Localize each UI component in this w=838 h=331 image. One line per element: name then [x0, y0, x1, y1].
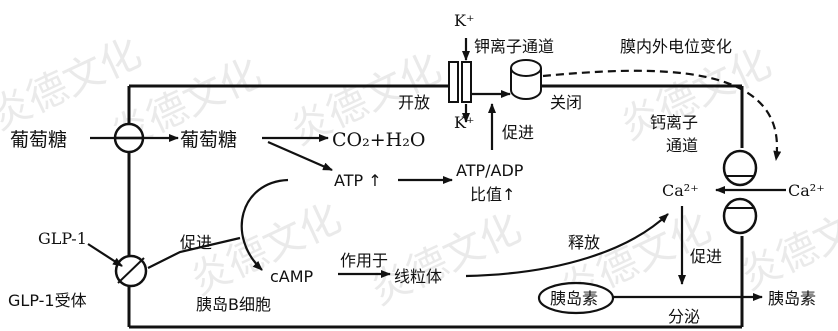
closed-label: 关闭	[550, 93, 582, 112]
cell-name-label: 胰岛B细胞	[196, 295, 271, 314]
arrow-membrane-potential	[542, 69, 782, 161]
glp1-receptor-label: GLP-1受体	[8, 291, 87, 310]
atp-adp-label: ATP/ADP	[456, 161, 524, 180]
promote-close-label: 促进	[502, 123, 534, 142]
cell-membrane	[127, 84, 744, 329]
acts-on-label: 作用于	[340, 251, 388, 270]
k-channel-label: 钾离子通道	[474, 37, 554, 56]
watermark-text: 炎德文化	[614, 40, 778, 149]
arrow-to-atp	[267, 140, 333, 172]
release-label: 释放	[568, 233, 600, 252]
watermark-text: 炎德文化	[364, 205, 528, 314]
glp1-label: GLP-1	[38, 229, 87, 248]
promote-camp-label: 促进	[180, 233, 212, 252]
k-ion-bottom-label: K⁺	[454, 113, 474, 132]
glucose-inside-label: 葡萄糖	[180, 129, 237, 151]
calcium-channel-icon	[722, 149, 758, 235]
arrows	[87, 38, 786, 301]
ca-channel-label-line2: 通道	[666, 136, 698, 155]
ca-inside-label: Ca²⁺	[662, 181, 699, 200]
text-labels: 葡萄糖 葡萄糖 CO₂+H₂O ATP ↑ ATP/ADP 比值↑ K⁺ K⁺ …	[8, 11, 825, 326]
arrow-mito-release-ca	[465, 213, 669, 278]
ca-outside-label: Ca²⁺	[788, 181, 825, 200]
potassium-channel-closed-icon	[510, 59, 542, 100]
insulin-inside-label: 胰岛素	[550, 289, 598, 308]
arrow-promote-camp	[240, 178, 289, 271]
co2-h2o-label: CO₂+H₂O	[332, 129, 425, 151]
ratio-increase-label: 比值↑	[470, 185, 515, 204]
atp-increase-label: ATP ↑	[334, 171, 382, 190]
potassium-channel-open-icon	[448, 61, 472, 103]
open-label: 开放	[398, 93, 430, 112]
k-ion-top-label: K⁺	[454, 11, 474, 30]
insulin-outside-label: 胰岛素	[768, 289, 816, 308]
ca-channel-label-line1: 钙离子	[650, 113, 698, 132]
glp1-receptor-icon	[114, 254, 148, 288]
membrane-potential-label: 膜内外电位变化	[620, 37, 732, 56]
arrow-receptor-to-camp	[147, 236, 241, 269]
insulin-vesicle	[537, 281, 615, 315]
promote-insulin-label: 促进	[690, 247, 722, 266]
glucose-outside-label: 葡萄糖	[10, 129, 67, 151]
mitochondria-label: 线粒体	[394, 267, 442, 286]
camp-label: cAMP	[270, 267, 314, 286]
arrow-glp1-binding	[87, 243, 123, 267]
secretion-label: 分泌	[668, 307, 700, 326]
